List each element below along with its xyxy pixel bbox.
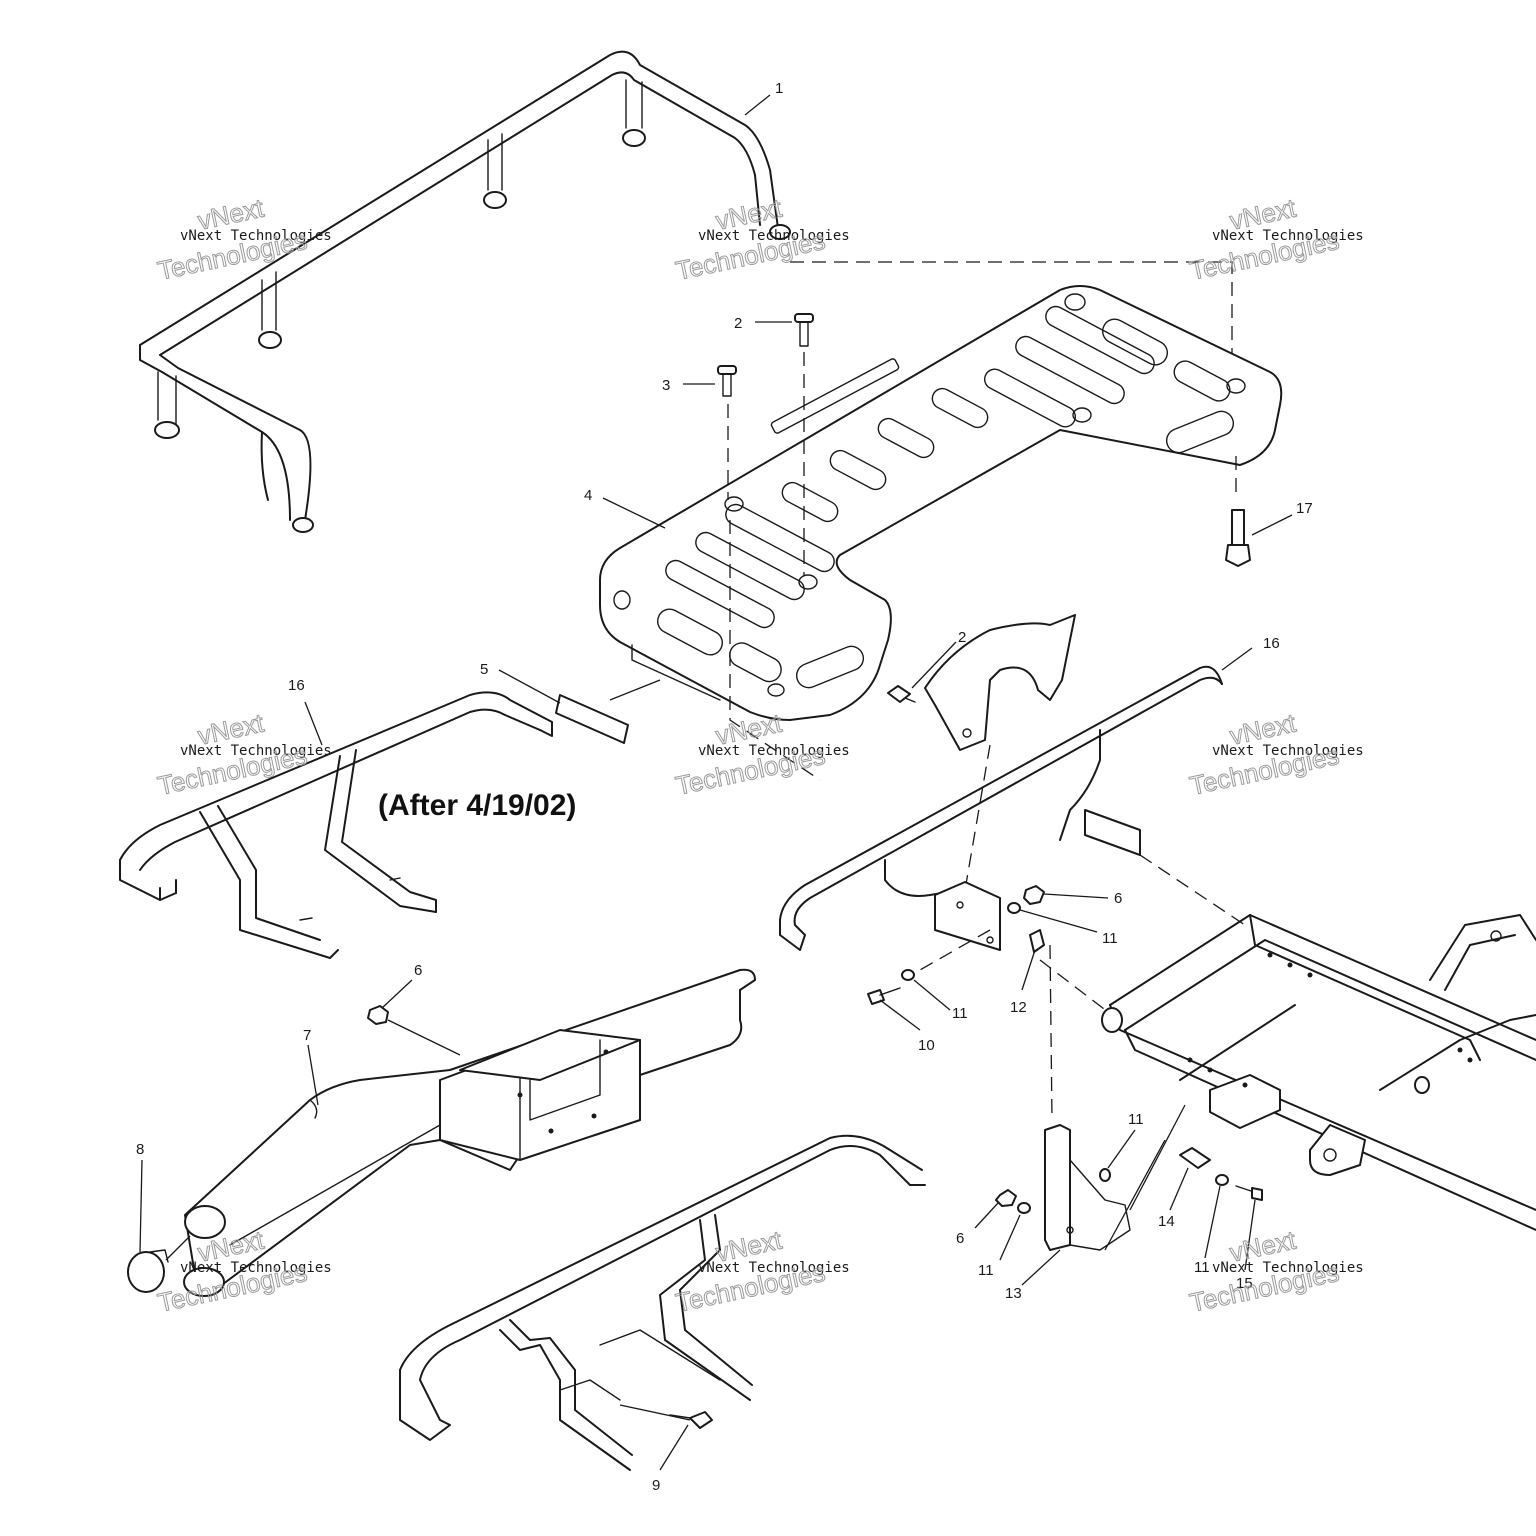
nut-part-6-left bbox=[367, 1005, 389, 1025]
spacer-part-14 bbox=[1179, 1147, 1211, 1169]
revision-note: (After 4/19/02) bbox=[378, 789, 576, 822]
callout-6-lower: 6 bbox=[956, 1230, 964, 1247]
callout-6-left: 6 bbox=[414, 962, 422, 979]
bolt-part-10 bbox=[867, 987, 901, 1005]
callout-12: 12 bbox=[1010, 999, 1027, 1016]
svg-text:vNext Technologies: vNext Technologies bbox=[180, 743, 332, 759]
watermark-5: vNext vNext Technologies Technologies bbox=[673, 707, 850, 801]
callout-6-right: 6 bbox=[1114, 890, 1122, 907]
svg-text:vNext Technologies: vNext Technologies bbox=[180, 1260, 332, 1276]
bumper-part-7 bbox=[183, 968, 756, 1297]
svg-text:vNext Technologies: vNext Technologies bbox=[1212, 228, 1364, 244]
svg-text:vNext Technologies: vNext Technologies bbox=[1212, 743, 1364, 759]
callout-leaders bbox=[139, 94, 1293, 1471]
watermark-8: vNext vNext Technologies Technologies bbox=[673, 1224, 850, 1318]
svg-text:vNext Technologies: vNext Technologies bbox=[1212, 1260, 1364, 1276]
callout-4: 4 bbox=[584, 487, 592, 504]
callout-1: 1 bbox=[775, 80, 783, 97]
watermark-7: vNext vNext Technologies Technologies bbox=[155, 1224, 332, 1318]
bracket-part-2-right bbox=[887, 614, 1076, 751]
watermark-4: vNext vNext Technologies Technologies bbox=[155, 707, 332, 801]
washer-part-11-lower-right bbox=[1215, 1174, 1229, 1186]
watermark-3: vNext vNext Technologies Technologies bbox=[1187, 192, 1364, 286]
rear-rail-part-16-right bbox=[779, 665, 1223, 951]
callout-7: 7 bbox=[303, 1027, 311, 1044]
bolt-part-9 bbox=[669, 1411, 713, 1429]
callout-16-right: 16 bbox=[1263, 635, 1280, 652]
svg-text:vNext Technologies: vNext Technologies bbox=[180, 228, 332, 244]
callout-2-top: 2 bbox=[734, 315, 742, 332]
bracket-part-13 bbox=[1044, 1124, 1131, 1251]
washer-part-11-right bbox=[1007, 902, 1021, 914]
watermark-1: vNext vNext Technologies Technologies bbox=[155, 192, 332, 286]
callout-9: 9 bbox=[652, 1477, 660, 1494]
svg-text:vNext Technologies: vNext Technologies bbox=[698, 228, 850, 244]
end-cap-part-8 bbox=[127, 1249, 169, 1293]
nut-part-6-right bbox=[1023, 885, 1045, 905]
callout-11-lower-right: 11 bbox=[1194, 1259, 1210, 1276]
bolt-part-15 bbox=[1235, 1185, 1263, 1201]
callout-11-mid: 11 bbox=[952, 1005, 968, 1022]
plate-part-5 bbox=[555, 694, 629, 744]
vehicle-frame bbox=[1101, 914, 1536, 1231]
callout-numbers: 1 2 3 4 17 2 16 5 16 6 11 12 11 10 6 7 8… bbox=[136, 80, 1313, 1494]
callout-16-left: 16 bbox=[288, 677, 305, 694]
nut-part-6-lower bbox=[995, 1189, 1017, 1207]
callout-8: 8 bbox=[136, 1141, 144, 1158]
callout-11-frame: 11 bbox=[1128, 1111, 1144, 1128]
screw-part-2-top bbox=[794, 313, 814, 347]
washer-part-11-lower bbox=[1017, 1202, 1031, 1214]
callout-5: 5 bbox=[480, 661, 488, 678]
screw-part-3 bbox=[717, 365, 737, 397]
callout-11-lower: 11 bbox=[978, 1262, 994, 1279]
callout-10: 10 bbox=[918, 1037, 935, 1054]
callout-11-right: 11 bbox=[1102, 930, 1118, 947]
washer-part-11-mid bbox=[901, 969, 915, 981]
svg-text:vNext Technologies: vNext Technologies bbox=[698, 1260, 850, 1276]
front-bumper-lower bbox=[399, 1134, 926, 1471]
svg-text:vNext Technologies: vNext Technologies bbox=[698, 743, 850, 759]
callout-3: 3 bbox=[662, 377, 670, 394]
callout-14: 14 bbox=[1158, 1213, 1175, 1230]
rack-platform-part-4 bbox=[599, 285, 1283, 721]
callout-13: 13 bbox=[1005, 1285, 1022, 1302]
watermark-6: vNext vNext Technologies Technologies bbox=[1187, 707, 1364, 801]
callout-17: 17 bbox=[1296, 500, 1313, 517]
bolt-part-17 bbox=[1225, 509, 1251, 567]
watermark-2: vNext vNext Technologies Technologies bbox=[673, 192, 850, 286]
callout-2-right: 2 bbox=[958, 629, 966, 646]
rear-rail-after-part-16-left bbox=[119, 691, 553, 959]
watermark-9: vNext vNext Technologies Technologies bbox=[1187, 1224, 1364, 1318]
rack-rail-part-1 bbox=[139, 50, 791, 533]
callout-15: 15 bbox=[1236, 1275, 1253, 1292]
